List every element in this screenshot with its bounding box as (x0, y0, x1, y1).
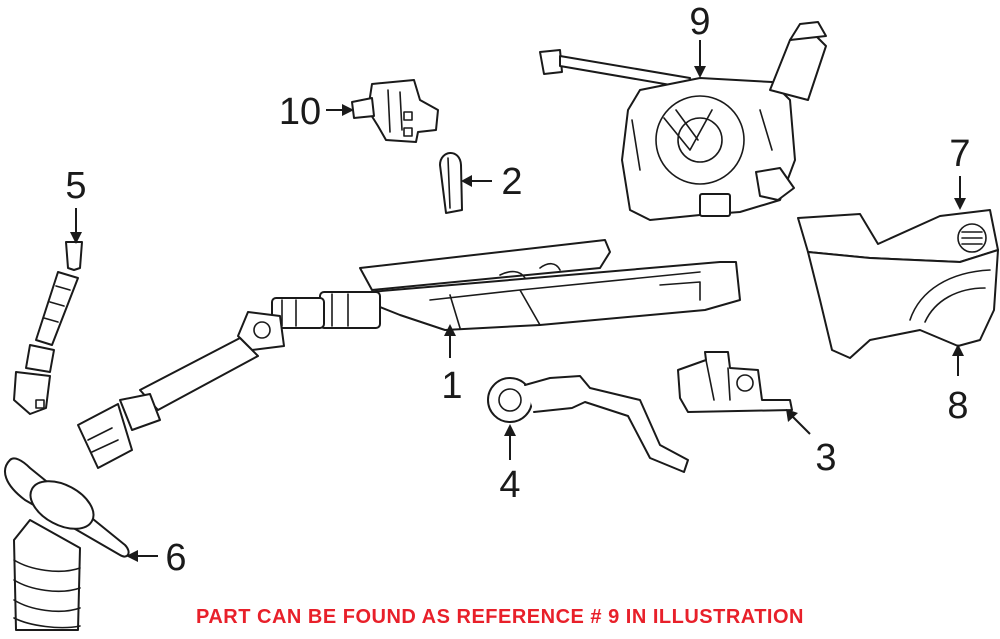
part-2-pin (439, 152, 463, 214)
part-6-boot (4, 457, 130, 631)
leader-lines (70, 40, 966, 562)
part-10-switch (351, 79, 439, 143)
callout-3: 3 (815, 437, 836, 479)
callout-8: 8 (947, 385, 968, 427)
callout-2: 2 (501, 161, 522, 203)
reference-footnote: PART CAN BE FOUND AS REFERENCE # 9 IN IL… (196, 606, 804, 628)
part-4-lever (487, 375, 689, 473)
part-1-steering-column (77, 239, 741, 469)
callout-4: 4 (499, 464, 520, 506)
part-8-lower-shroud (807, 249, 999, 359)
part-9-clockspring-switch (539, 21, 827, 221)
callout-7: 7 (949, 133, 970, 175)
callout-10: 10 (279, 91, 321, 133)
callout-9: 9 (689, 1, 710, 43)
part-5-shaft (13, 241, 83, 415)
part-3-bracket (677, 351, 793, 413)
callout-1: 1 (441, 365, 462, 407)
callout-5: 5 (65, 165, 86, 207)
callout-6: 6 (165, 537, 186, 579)
